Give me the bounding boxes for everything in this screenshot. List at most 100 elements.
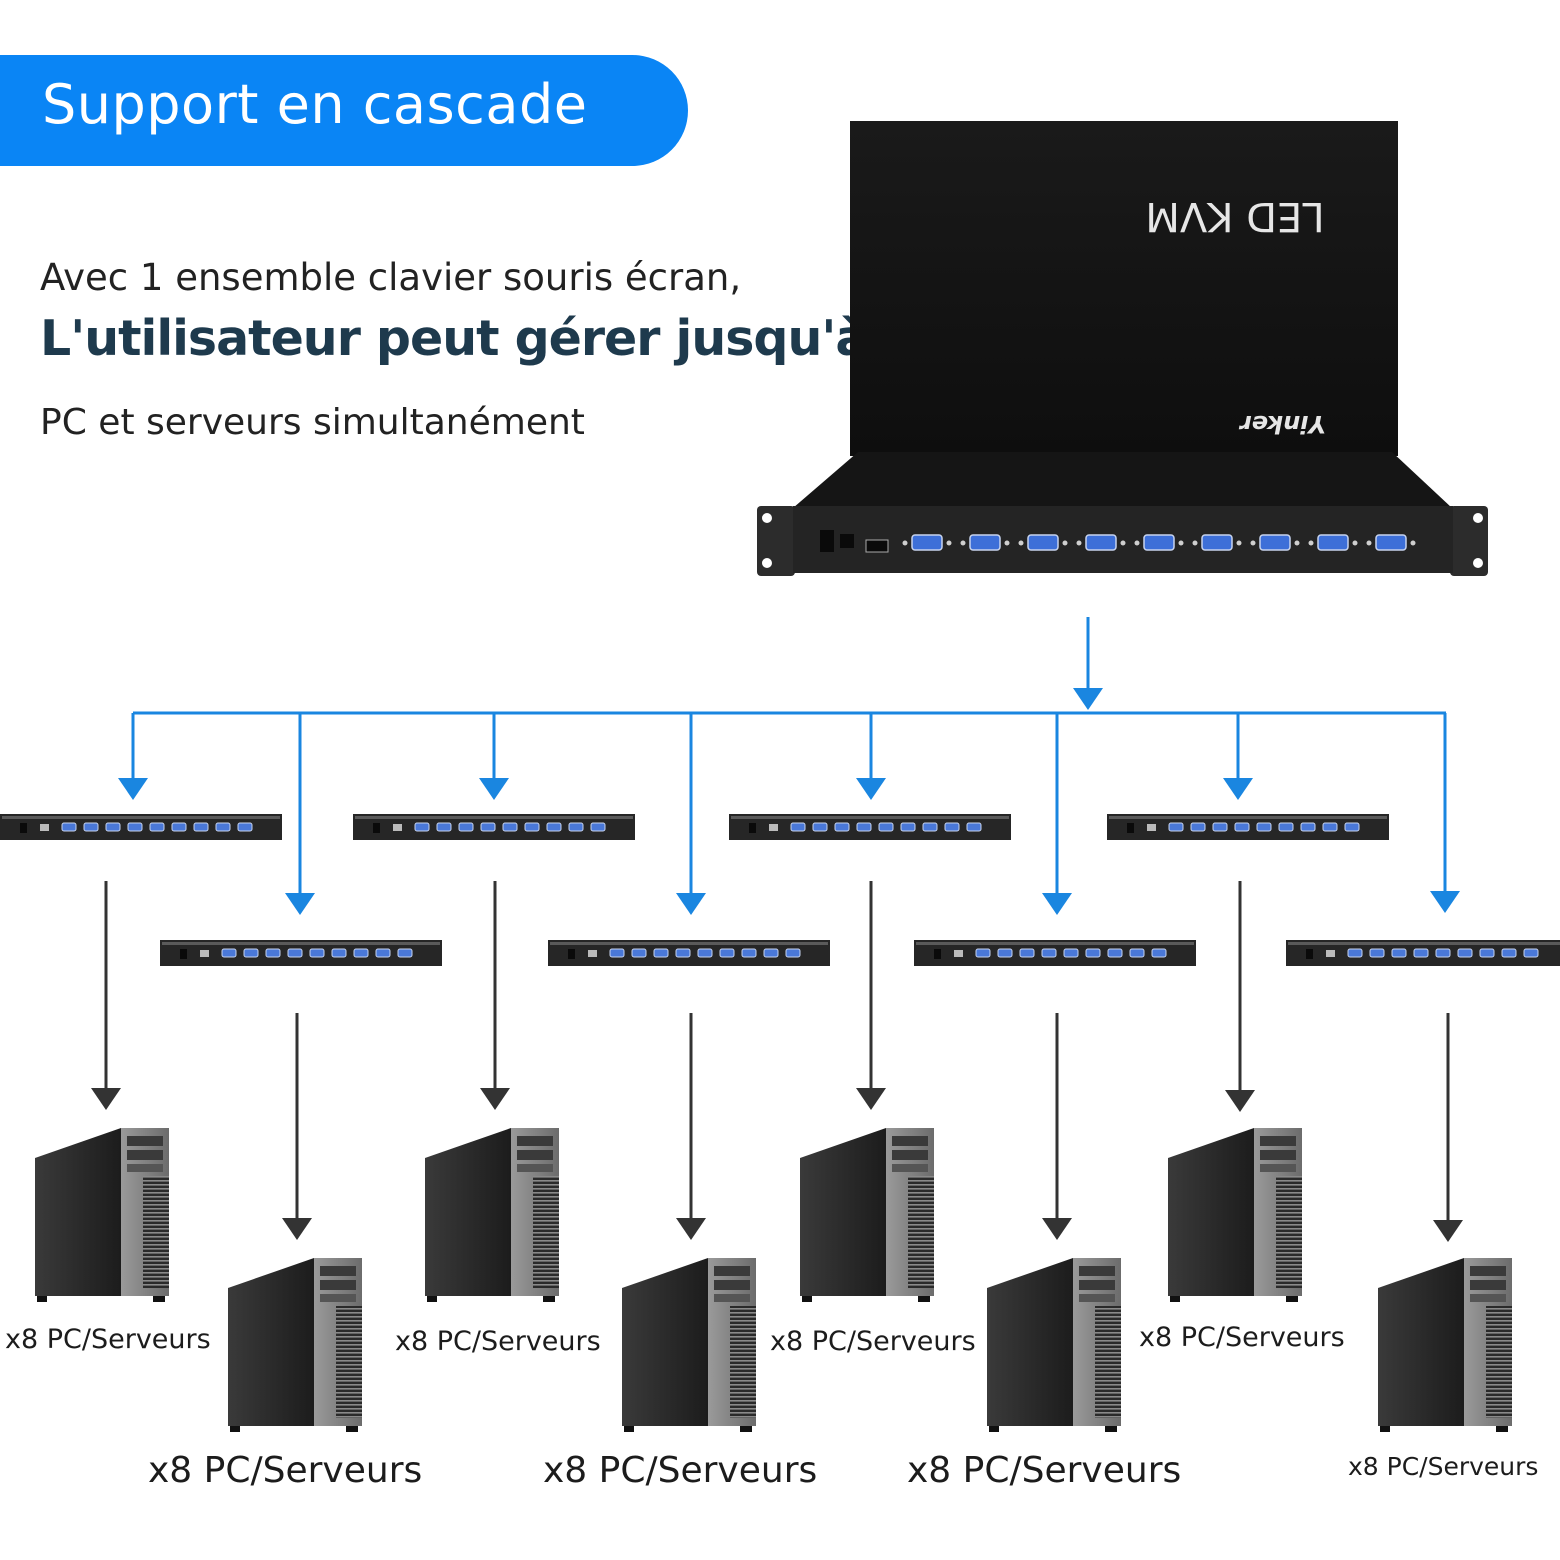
dark-arrow xyxy=(1042,1013,1072,1240)
vga-port xyxy=(1134,534,1184,551)
tower-grille xyxy=(1095,1306,1121,1418)
tower-foot xyxy=(543,1296,555,1302)
switch-port xyxy=(171,822,187,832)
vga-port xyxy=(1250,534,1300,551)
tower-foot xyxy=(740,1426,752,1432)
dark-arrow xyxy=(91,881,121,1110)
switch-port xyxy=(1278,822,1294,832)
switch-port xyxy=(763,948,779,958)
arrow-head xyxy=(676,893,706,915)
drive-bay xyxy=(714,1266,750,1276)
dark-arrow xyxy=(676,1013,706,1240)
switch-port xyxy=(1391,948,1407,958)
vga-port xyxy=(902,534,952,551)
pc-tower xyxy=(425,1128,559,1302)
switch-usb xyxy=(588,950,597,957)
arrow-head xyxy=(479,778,509,800)
switch-port xyxy=(353,948,369,958)
kvm-switch xyxy=(1286,940,1560,966)
switch-port xyxy=(1234,822,1250,832)
vga-screw xyxy=(1120,540,1126,546)
pc-label-7: x8 PC/Serveurs xyxy=(907,1450,1182,1491)
usb-port xyxy=(865,539,889,553)
kvm-console: LED KVM Yinker xyxy=(757,121,1488,576)
switch-port xyxy=(834,822,850,832)
tower-grille xyxy=(143,1176,169,1288)
vga-port-body xyxy=(1085,534,1117,551)
switch-port xyxy=(653,948,669,958)
switch-port xyxy=(675,948,691,958)
vga-screw xyxy=(1410,540,1416,546)
drive-bay xyxy=(517,1164,553,1172)
blue-arrow xyxy=(1430,713,1460,913)
tower-foot xyxy=(802,1296,812,1302)
power-switch xyxy=(820,530,834,552)
arrow-head xyxy=(1073,688,1103,710)
pc-label-8: x8 PC/Serveurs xyxy=(1348,1452,1539,1481)
vga-screw xyxy=(1366,540,1372,546)
vga-port xyxy=(1018,534,1068,551)
vga-port-body xyxy=(1143,534,1175,551)
tower-grille xyxy=(1486,1306,1512,1418)
kvm-switch xyxy=(914,940,1196,966)
switch-edge xyxy=(355,816,633,819)
switch-port xyxy=(878,822,894,832)
switch-port xyxy=(397,948,413,958)
vga-port xyxy=(1192,534,1242,551)
switch-port xyxy=(1063,948,1079,958)
switch-port xyxy=(215,822,231,832)
tower-foot xyxy=(346,1426,358,1432)
switch-port xyxy=(331,948,347,958)
vga-screw xyxy=(1004,540,1010,546)
pc-tower xyxy=(1378,1258,1512,1432)
pc-tower xyxy=(35,1128,169,1302)
tower-side xyxy=(1168,1128,1254,1296)
switch-port xyxy=(1347,948,1363,958)
dark-arrow xyxy=(1225,881,1255,1112)
switch-port xyxy=(309,948,325,958)
switch-power xyxy=(1306,949,1313,959)
arrow-head xyxy=(676,1218,706,1240)
tower-foot xyxy=(427,1296,437,1302)
switch-port xyxy=(1501,948,1517,958)
switch-port xyxy=(524,822,540,832)
drive-bay xyxy=(320,1266,356,1276)
drive-bay xyxy=(714,1280,750,1290)
tower-foot xyxy=(1286,1296,1298,1302)
switch-port xyxy=(1041,948,1057,958)
switch-port xyxy=(966,822,982,832)
tower-grille xyxy=(533,1176,559,1288)
pc-tower xyxy=(1168,1128,1302,1302)
arrow-head xyxy=(1430,891,1460,913)
drive-bay xyxy=(1260,1136,1296,1146)
switch-port xyxy=(193,822,209,832)
arrow-head xyxy=(282,1218,312,1240)
switch-port xyxy=(609,948,625,958)
switch-edge xyxy=(1288,942,1560,945)
switch-port xyxy=(1212,822,1228,832)
drive-bay xyxy=(892,1136,928,1146)
switch-port xyxy=(1344,822,1360,832)
switch-port xyxy=(812,822,828,832)
vga-port-body xyxy=(1027,534,1059,551)
rack-hole xyxy=(762,558,772,568)
switch-port xyxy=(719,948,735,958)
tower-grille xyxy=(1276,1176,1302,1288)
switch-port xyxy=(61,822,77,832)
vga-screw xyxy=(1018,540,1024,546)
switch-port xyxy=(1413,948,1429,958)
switch-port xyxy=(375,948,391,958)
switch-port xyxy=(546,822,562,832)
switch-edge xyxy=(2,816,280,819)
kvm-switch xyxy=(1107,814,1389,840)
arrow-head xyxy=(856,1088,886,1110)
tower-foot xyxy=(1170,1296,1180,1302)
kvm-lid xyxy=(850,121,1398,456)
vga-port-body xyxy=(1317,534,1349,551)
vga-port-body xyxy=(969,534,1001,551)
drive-bay xyxy=(1260,1164,1296,1172)
kvm-switch xyxy=(353,814,635,840)
vga-screw xyxy=(946,540,952,546)
switch-edge xyxy=(550,942,828,945)
switch-power xyxy=(568,949,575,959)
